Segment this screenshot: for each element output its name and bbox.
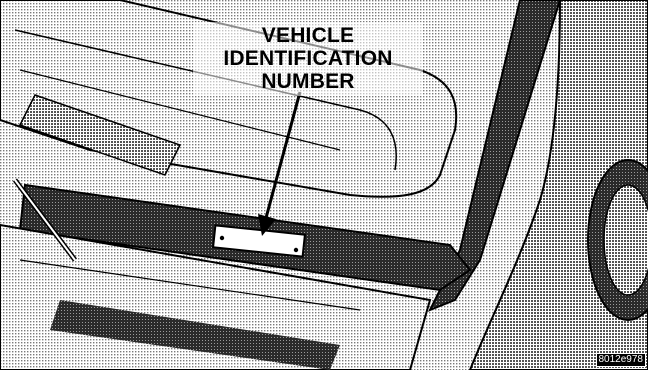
vin-plate: [211, 224, 307, 258]
vin-callout-label: VEHICLE IDENTIFICATION NUMBER: [193, 22, 423, 96]
a-pillar: [427, 0, 562, 312]
hood-crease: [19, 259, 361, 311]
callout-line-1: VEHICLE: [261, 24, 355, 47]
figure-code: 8012e978: [595, 353, 646, 367]
callout-line-2: IDENTIFICATION: [223, 47, 393, 70]
defroster-vent: [18, 94, 182, 176]
vin-plate-rivet-left: [219, 235, 225, 241]
callout-arrowhead: [258, 214, 276, 236]
callout-line-3: NUMBER: [261, 70, 355, 93]
hood-dark-band: [50, 300, 340, 370]
side-mirror-glass: [603, 184, 648, 296]
wiper-arm-highlight: [14, 179, 76, 261]
vin-plate-rivet-right: [293, 247, 299, 253]
callout-leader-line: [264, 91, 302, 219]
dashboard-crease: [14, 29, 397, 171]
